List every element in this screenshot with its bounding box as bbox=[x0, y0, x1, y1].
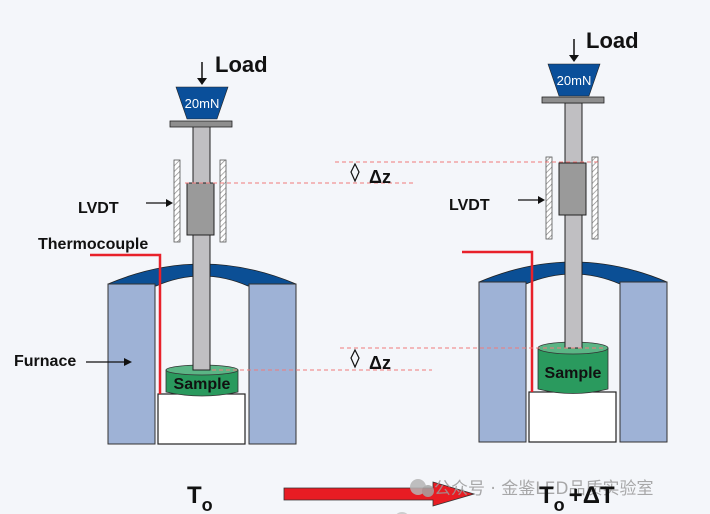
right-thermocouple-wire bbox=[462, 250, 534, 392]
left-weight-label: 20mN bbox=[185, 96, 220, 111]
left-load-plate bbox=[169, 120, 233, 128]
right-weight bbox=[547, 63, 601, 97]
right-push-rod bbox=[564, 102, 583, 349]
thermocouple-label: Thermocouple bbox=[38, 236, 148, 253]
left-lvdt-core bbox=[186, 182, 215, 236]
right-lvdt-label: LVDT bbox=[449, 197, 490, 214]
right-furnace-wall-right bbox=[619, 281, 668, 443]
delta-z-lower-label: Δz bbox=[369, 353, 391, 373]
final-temperature-symbol: T bbox=[539, 482, 554, 509]
left-lvdt-label: LVDT bbox=[78, 200, 119, 217]
right-lvdt-sleeve-left bbox=[545, 156, 553, 240]
left-lvdt-sleeve-right bbox=[219, 159, 227, 243]
right-load-plate bbox=[541, 96, 605, 104]
right-sample-holder bbox=[528, 391, 617, 443]
right-lvdt-arrow-head bbox=[538, 196, 545, 204]
wechat-icon-bubble bbox=[422, 485, 434, 497]
left-lvdt-sleeve-left bbox=[173, 159, 181, 243]
right-lvdt-core bbox=[558, 162, 587, 216]
furnace-arrow-head bbox=[124, 358, 132, 366]
right-lvdt-sleeve-right bbox=[591, 156, 599, 240]
initial-temperature-symbol: T bbox=[187, 482, 202, 509]
initial-temperature-subscript: o bbox=[202, 495, 213, 514]
left-furnace-wall-right bbox=[248, 283, 297, 445]
left-push-rod bbox=[192, 125, 211, 371]
right-load-arrow-head bbox=[569, 55, 579, 62]
watermark-line1: 公众号 · 金鉴LED品质实验室 bbox=[434, 479, 654, 499]
right-apparatus: Sample 20mN Load LVDT bbox=[449, 28, 668, 443]
left-furnace-wall-left bbox=[107, 283, 156, 445]
left-lvdt-arrow-head bbox=[166, 199, 173, 207]
initial-temperature-label: To bbox=[187, 482, 213, 514]
delta-z-upper-label: Δz bbox=[369, 167, 391, 187]
left-sample-holder bbox=[157, 393, 246, 445]
left-thermocouple-wire bbox=[90, 253, 162, 394]
final-temperature-label: To+ΔT bbox=[539, 482, 615, 514]
final-temperature-delta: +ΔT bbox=[569, 482, 615, 509]
right-sample-label: Sample bbox=[545, 365, 602, 382]
left-load-label: Load bbox=[215, 52, 268, 77]
delta-z-upper-icon bbox=[350, 162, 360, 183]
right-weight-label: 20mN bbox=[557, 73, 592, 88]
left-apparatus: Sample 20mN Load LVDT Thermocouple Furna… bbox=[14, 52, 297, 445]
left-weight bbox=[175, 86, 229, 120]
left-furnace bbox=[107, 263, 297, 445]
furnace-label: Furnace bbox=[14, 353, 76, 370]
right-load-label: Load bbox=[586, 28, 639, 53]
left-sample-label: Sample bbox=[174, 376, 231, 393]
final-temperature-subscript: o bbox=[554, 495, 565, 514]
delta-z-lower-icon bbox=[350, 348, 360, 369]
temperature-row: To 公众号 · 金鉴LED品质实验室 To+ΔT bbox=[187, 479, 654, 514]
right-furnace-wall-left bbox=[478, 281, 527, 443]
watermark: 公众号 · 金鉴LED品质实验室 bbox=[396, 479, 654, 514]
displacement-guides: Δz Δz bbox=[185, 161, 606, 373]
right-sample: Sample bbox=[537, 341, 609, 394]
left-load-arrow-head bbox=[197, 78, 207, 85]
left-sample: Sample bbox=[165, 364, 239, 397]
